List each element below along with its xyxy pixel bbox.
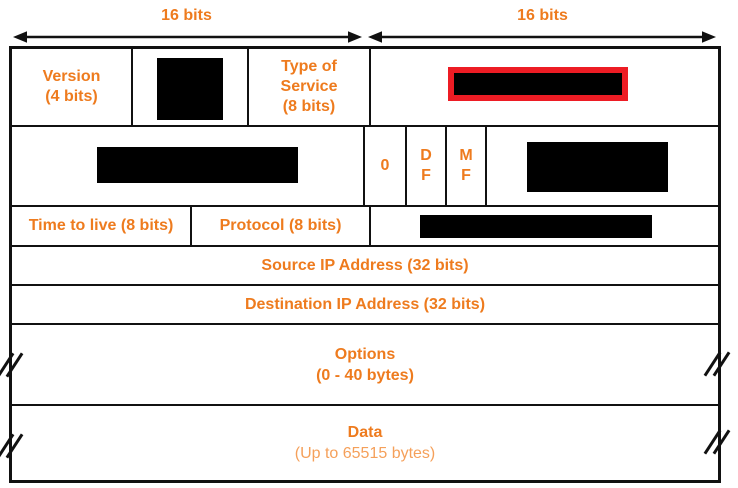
- cell-destination-ip: Destination IP Address (32 bits): [10, 284, 720, 325]
- cell-source-ip: Source IP Address (32 bits): [10, 245, 720, 286]
- break-mark-data-right: [703, 427, 731, 457]
- cell-flag-reserved: 0: [363, 125, 407, 207]
- cell-flag-df: D F: [405, 125, 447, 207]
- cell-flag-mf: M F: [445, 125, 487, 207]
- redacted-box-identification: [97, 147, 298, 183]
- cell-protocol: Protocol (8 bits): [190, 205, 371, 247]
- cell-type-of-service: Type of Service (8 bits): [247, 47, 371, 127]
- options-size: (0 - 40 bytes): [316, 366, 414, 384]
- bit-span-arrows: [13, 31, 716, 43]
- data-title: Data: [347, 424, 383, 441]
- bit-span-arrow-left: [13, 31, 362, 43]
- data-size: (Up to 65515 bytes): [294, 445, 436, 462]
- cell-data: Data (Up to 65515 bytes): [10, 404, 720, 482]
- redacted-box-ihl: [157, 58, 223, 120]
- redacted-box-fragment-offset: [527, 142, 668, 192]
- redacted-box-total-length-highlighted: [448, 67, 628, 101]
- options-title: Options: [334, 345, 396, 363]
- break-mark-options-right: [703, 349, 731, 379]
- cell-version: Version (4 bits): [10, 47, 133, 127]
- redacted-box-header-checksum: [420, 215, 652, 238]
- bit-span-label-left: 16 bits: [161, 7, 212, 24]
- cell-time-to-live: Time to live (8 bits): [10, 205, 192, 247]
- bit-span-label-right: 16 bits: [517, 7, 568, 24]
- cell-options: Options (0 - 40 bytes): [10, 323, 720, 406]
- bit-span-arrow-right: [368, 31, 716, 43]
- break-mark-data-left: [0, 431, 24, 461]
- break-mark-options-left: [0, 350, 24, 380]
